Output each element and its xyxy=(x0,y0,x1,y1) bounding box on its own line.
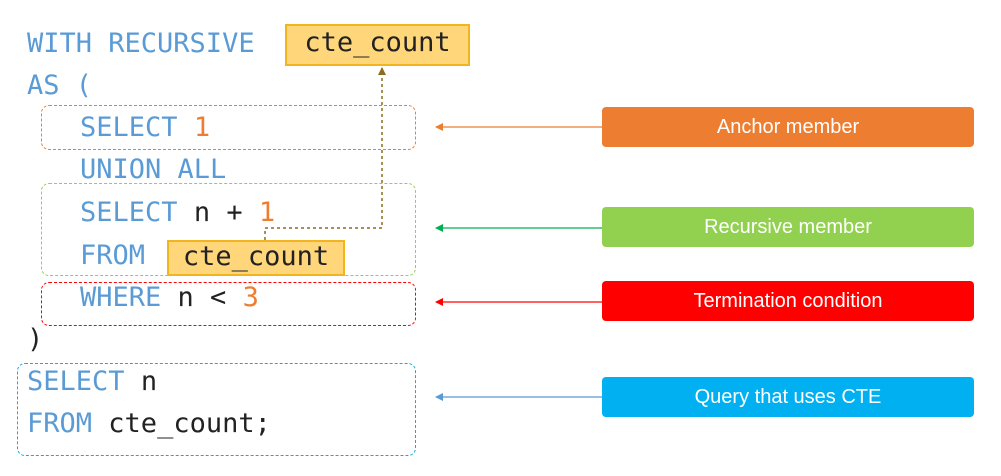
code-line-final-select: SELECT n xyxy=(27,366,157,398)
expression-n-lt: n < xyxy=(177,282,227,313)
keyword-as: AS ( xyxy=(27,70,93,101)
column-n: n xyxy=(140,366,158,397)
termination-condition-box xyxy=(41,282,416,326)
code-line-where: WHERE n < 3 xyxy=(80,282,259,314)
keyword-where: WHERE xyxy=(80,282,162,313)
keyword-union-all: UNION ALL xyxy=(80,154,227,185)
anchor-member-label: Anchor member xyxy=(602,107,974,147)
code-line-union: UNION ALL xyxy=(80,154,226,186)
code-line-final-from: FROM cte_count; xyxy=(27,408,271,440)
keyword-from: FROM xyxy=(27,408,93,439)
number-literal: 1 xyxy=(258,197,276,228)
keyword-select: SELECT xyxy=(80,197,178,228)
query-label: Query that uses CTE xyxy=(602,377,974,417)
number-literal: 1 xyxy=(193,112,211,143)
code-line-recursive-from: FROM xyxy=(80,240,145,272)
anchor-member-box xyxy=(41,105,416,150)
keyword-from: FROM xyxy=(80,240,146,271)
code-line-as: AS ( xyxy=(27,70,92,102)
recursive-member-label: Recursive member xyxy=(602,207,974,247)
termination-condition-label: Termination condition xyxy=(602,281,974,321)
table-cte-count: cte_count; xyxy=(108,408,271,439)
keyword-with-recursive: WITH RECURSIVE xyxy=(27,28,255,59)
code-line-close-paren: ) xyxy=(27,324,43,356)
number-literal: 3 xyxy=(242,282,259,313)
expression-n-plus: n + xyxy=(193,197,243,228)
keyword-select: SELECT xyxy=(80,112,178,143)
cte-name-highlight-mid: cte_count xyxy=(167,240,345,276)
code-line-with: WITH RECURSIVE xyxy=(27,28,255,60)
code-line-anchor: SELECT 1 xyxy=(80,112,210,144)
query-box xyxy=(17,363,416,456)
code-line-recursive-select: SELECT n + 1 xyxy=(80,197,275,229)
close-paren: ) xyxy=(27,324,44,355)
self-reference-arrow xyxy=(264,67,386,240)
cte-name-highlight-top: cte_count xyxy=(285,24,470,66)
keyword-select: SELECT xyxy=(27,366,125,397)
